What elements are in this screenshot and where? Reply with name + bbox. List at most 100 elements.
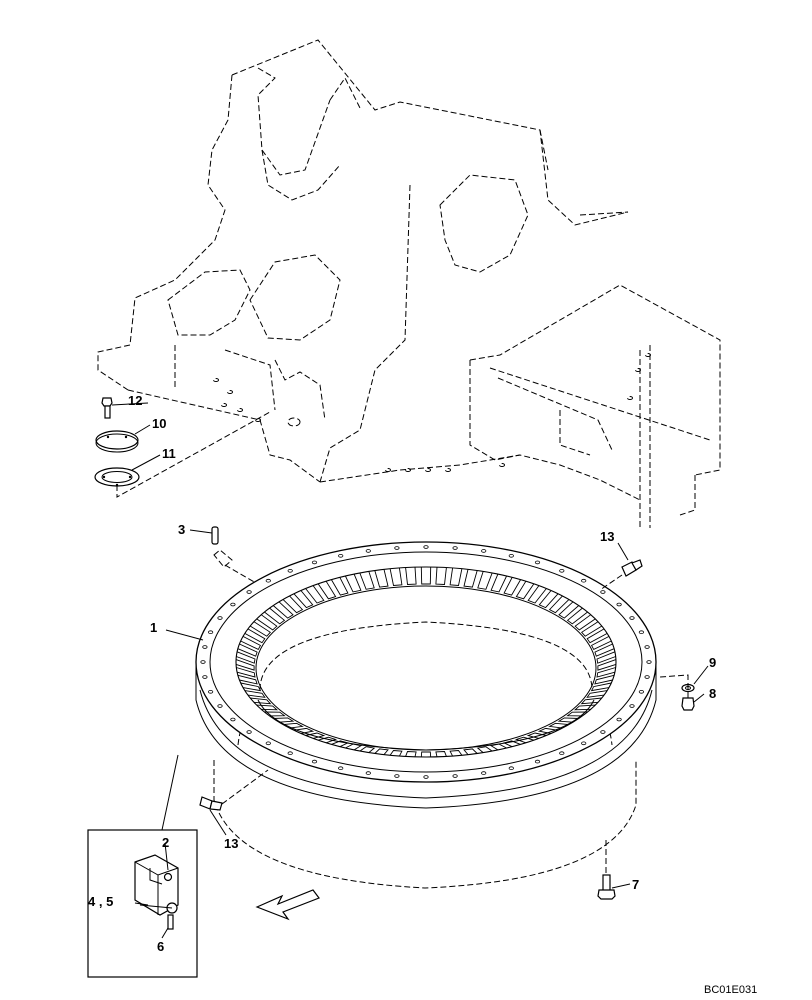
swing-bearing-1: [195, 541, 657, 889]
bolt-hole: [452, 546, 458, 550]
gear-tooth: [537, 727, 559, 734]
bolt-hole: [208, 689, 214, 694]
gear-tooth: [244, 690, 266, 698]
gear-tooth: [236, 667, 256, 678]
bolt-hole: [534, 560, 541, 565]
gear-tooth: [566, 607, 588, 625]
gear-tooth: [435, 567, 447, 585]
revolving-frame-outline: [97, 39, 721, 530]
callout-12: 12: [128, 393, 142, 408]
gear-tooth: [240, 636, 262, 650]
callouts: 1 2 3 4 , 5 6 7 8 9 10 11 12 13 13 BC01E…: [88, 393, 757, 996]
gear-tooth: [596, 651, 616, 664]
gear-tooth: [420, 751, 432, 758]
gear-teeth: [235, 566, 617, 758]
bolt-hole: [644, 645, 650, 649]
gear-tooth: [586, 628, 608, 644]
callout-6: 6: [157, 939, 164, 954]
gear-tooth: [374, 569, 389, 588]
gear-tooth: [256, 614, 278, 631]
bolt-hole: [616, 717, 622, 722]
gear-tooth: [405, 751, 417, 757]
gear-tooth: [538, 590, 559, 609]
bolt-hole: [581, 741, 587, 746]
callout-4-5: 4 , 5: [88, 894, 113, 909]
bolt-hole: [246, 590, 252, 594]
bolt-hole: [246, 730, 252, 734]
gear-tooth: [331, 577, 349, 596]
bolt-hole: [452, 774, 458, 778]
detail-inset: [87, 754, 198, 978]
gear-tooth: [548, 722, 570, 729]
gear-tooth: [374, 748, 389, 755]
gear-tooth: [256, 704, 279, 711]
gear-tooth: [237, 674, 258, 685]
bolt-hole: [638, 689, 645, 694]
bolt-hole: [600, 590, 606, 594]
callout-2: 2: [162, 835, 169, 850]
gear-tooth: [574, 614, 596, 631]
gear-tooth: [557, 717, 579, 723]
gear-tooth: [463, 748, 478, 755]
gear-tooth: [515, 580, 535, 600]
bolt-hole: [534, 759, 541, 764]
gear-tooth: [389, 750, 403, 757]
bolt-hole: [217, 616, 223, 620]
bolt-hole: [338, 553, 344, 558]
bolt-hole: [481, 771, 487, 775]
bolt-hole: [559, 751, 565, 755]
bolt-hole: [338, 766, 344, 770]
gear-tooth: [490, 573, 508, 593]
gear-tooth: [503, 577, 521, 596]
bolt-hole: [265, 578, 271, 583]
bolt-hole: [394, 774, 400, 778]
bolt-hole: [230, 602, 236, 607]
gear-tooth: [581, 621, 603, 637]
gear-tooth: [527, 585, 547, 604]
bolt-hole: [616, 602, 622, 607]
gear-tooth: [282, 595, 304, 614]
bolt-hole: [287, 568, 293, 573]
gear-tooth: [344, 573, 362, 593]
gear-tooth: [331, 740, 350, 748]
gear-tooth: [305, 585, 325, 604]
bolt-hole: [508, 766, 514, 770]
bolt-hole: [638, 630, 645, 634]
bolt-hole: [287, 751, 293, 755]
gear-tooth: [573, 704, 596, 711]
gear-tooth: [240, 682, 262, 692]
bolt-hole: [311, 560, 318, 565]
bolt-hole: [217, 704, 223, 708]
gear-tooth: [282, 722, 304, 729]
gear-tooth: [273, 717, 295, 723]
gear-tooth: [293, 590, 314, 609]
gear-tooth: [548, 595, 570, 614]
gear-tooth: [420, 566, 432, 585]
bolt-hole: [600, 730, 606, 734]
bolt-hole: [581, 578, 587, 583]
bolt-hole: [508, 553, 514, 558]
gear-tooth: [476, 746, 493, 753]
gear-tooth: [235, 659, 255, 671]
bolt-hole: [230, 717, 236, 722]
callout-10: 10: [152, 416, 166, 431]
bolt-hole: [481, 549, 487, 553]
callout-9: 9: [709, 655, 716, 670]
gear-tooth: [580, 697, 602, 705]
bolt-hole: [365, 549, 371, 553]
bolt-hole: [423, 545, 429, 549]
bolt-hole: [202, 675, 208, 679]
grease-fitting-13-lower-icon: [199, 769, 269, 811]
front-direction-arrow-icon: [255, 889, 320, 921]
callout-8: 8: [709, 686, 716, 701]
callout-1: 1: [150, 620, 157, 635]
gear-tooth: [359, 571, 375, 590]
gear-tooth: [249, 621, 271, 637]
leader-lines: [111, 402, 709, 939]
bolt-hole: [644, 675, 650, 679]
gear-tooth: [594, 643, 615, 657]
gear-tooth: [237, 643, 258, 657]
bolt-hole: [202, 645, 208, 649]
gear-tooth: [244, 628, 266, 644]
